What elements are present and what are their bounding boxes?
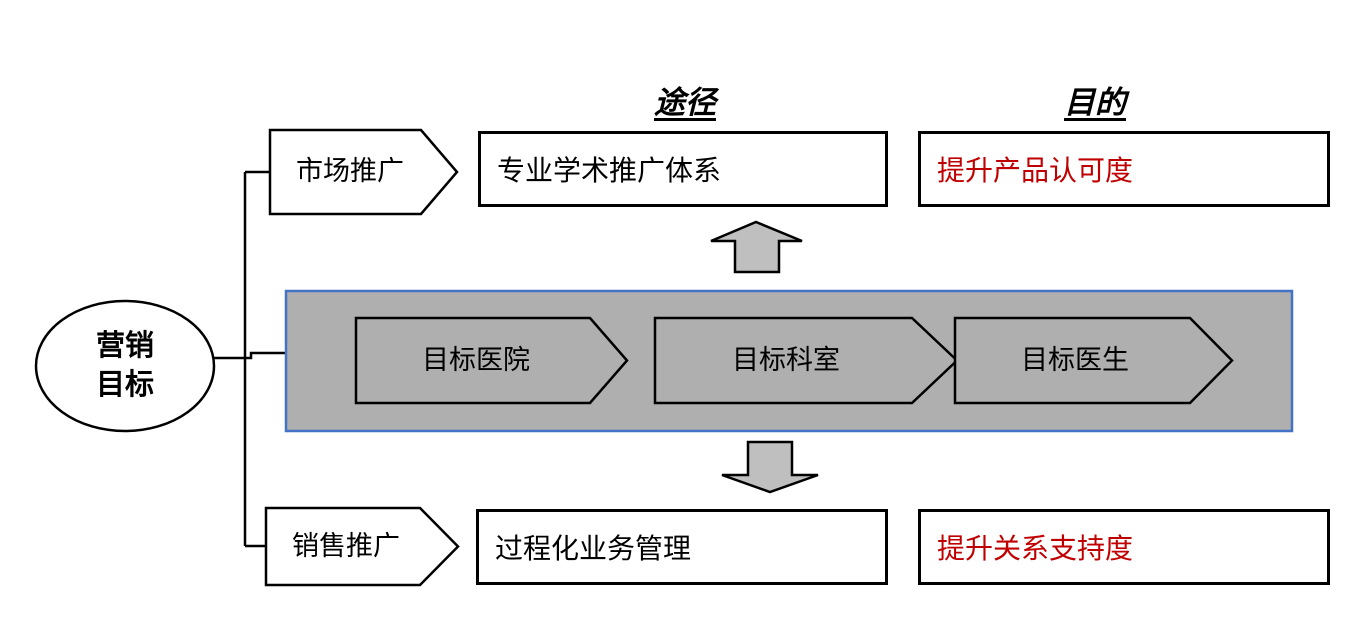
down-arrow-icon	[721, 440, 819, 494]
approach-box-academic: 专业学术推广体系	[478, 131, 888, 207]
step-target-doctor-pentagon	[953, 316, 1234, 405]
market-promotion-pentagon	[268, 128, 459, 216]
purpose-box-product-recognition: 提升产品认可度	[918, 131, 1330, 207]
marketing-goal-ellipse	[34, 299, 216, 433]
marketing-goal-label: 营销 目标	[95, 329, 154, 401]
up-arrow-icon	[710, 220, 803, 274]
step-target-hospital-label: 目标医院	[422, 344, 530, 375]
purpose-box-relationship-support: 提升关系支持度	[918, 509, 1330, 585]
connector-middle-line	[212, 351, 286, 360]
step-target-doctor-label: 目标医生	[1021, 344, 1129, 375]
market-promotion-label: 市场推广	[296, 156, 404, 187]
approach-column-header: 途径	[654, 84, 716, 120]
step-target-department-pentagon	[653, 316, 959, 405]
sales-promotion-pentagon	[264, 506, 460, 587]
purpose-column-header: 目的	[1064, 84, 1126, 120]
step-target-hospital-pentagon	[354, 316, 629, 405]
sales-promotion-label: 销售推广	[292, 530, 400, 561]
approach-box-process: 过程化业务管理	[476, 509, 888, 585]
step-target-department-label: 目标科室	[732, 344, 840, 375]
